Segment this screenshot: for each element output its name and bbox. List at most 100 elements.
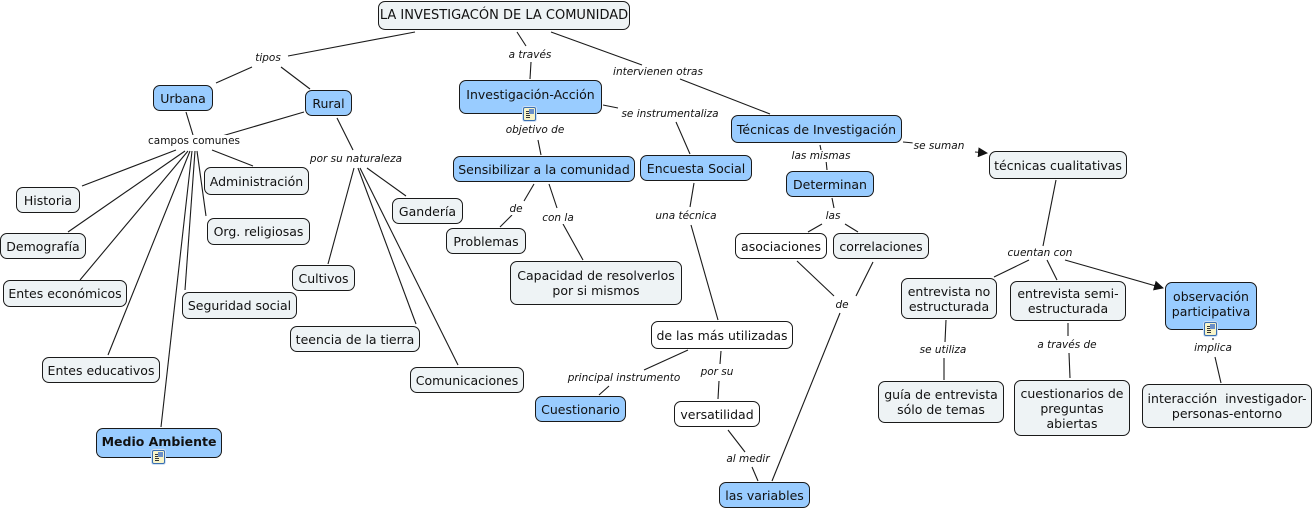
link-objetivo-de[interactable]: objetivo de (504, 124, 566, 136)
link-a-traves[interactable]: a través (507, 49, 553, 61)
concept-label-line-2: preguntas (1040, 400, 1104, 416)
link-de-problemas[interactable]: de (508, 203, 524, 215)
link-tipos[interactable]: tipos (254, 52, 282, 64)
concept-label-line-1: entrevista no (907, 283, 991, 299)
concept-label: correlaciones (839, 238, 923, 254)
concept-encuesta-social[interactable]: Encuesta Social (640, 155, 752, 181)
concept-label: las variables (725, 487, 804, 503)
concept-label: Problemas (453, 233, 519, 249)
concept-label: teencia de la tierra (295, 331, 415, 347)
concept-las-variables[interactable]: las variables (719, 482, 810, 508)
concept-historia[interactable]: Historia (16, 187, 80, 213)
concept-label: asociaciones (741, 238, 821, 254)
concept-entes-economicos[interactable]: Entes económicos (3, 280, 127, 307)
link-de-variables[interactable]: de (834, 299, 850, 311)
concept-label: Demografía (6, 238, 80, 254)
concept-rural[interactable]: Rural (305, 90, 352, 116)
concept-administracion[interactable]: Administración (204, 167, 309, 195)
concept-label-line-1: interacción investigador- (1147, 391, 1307, 406)
concept-label-line-1: Capacidad de resolverlos (517, 268, 675, 283)
concept-label-line-2: personas-entorno (1171, 406, 1283, 421)
concept-versatilidad[interactable]: versatilidad (674, 401, 760, 427)
concept-label: Sensibilizar a la comunidad (458, 161, 630, 177)
concept-label-line-2: participativa (1171, 304, 1251, 319)
concept-label: Gandería (398, 203, 457, 219)
concept-label: Cultivos (298, 270, 349, 286)
concept-capacidad[interactable]: Capacidad de resolverlos por si mismos (510, 261, 682, 305)
link-con-la[interactable]: con la (541, 212, 575, 224)
concept-label: Entes económicos (8, 286, 122, 301)
concept-org-religiosas[interactable]: Org. religiosas (207, 218, 310, 245)
link-por-su-naturaleza[interactable]: por su naturaleza (308, 153, 404, 165)
concept-label: Org. religiosas (213, 224, 304, 239)
concept-guia-entrevista[interactable]: guía de entrevista sólo de temas (878, 381, 1004, 423)
concept-asociaciones[interactable]: asociaciones (735, 233, 827, 259)
concept-label: Administración (209, 173, 304, 189)
concept-label: Técnicas de Investigación (736, 121, 897, 137)
concept-seguridad-social[interactable]: Seguridad social (182, 292, 297, 319)
concept-label: Comunicaciones (415, 372, 519, 388)
concept-teencia[interactable]: teencia de la tierra (290, 326, 420, 352)
concept-problemas[interactable]: Problemas (446, 228, 526, 254)
link-implica[interactable]: implica (1193, 342, 1233, 354)
concept-label: Encuesta Social (646, 160, 746, 176)
link-las[interactable]: las (824, 210, 842, 222)
concept-label-line-2: sólo de temas (897, 402, 985, 417)
concept-tecnicas-cualitativas[interactable]: técnicas cualitativas (989, 151, 1127, 179)
concept-label: Seguridad social (187, 298, 292, 313)
concept-cuestionarios-preguntas[interactable]: cuestionarios de preguntas abiertas (1014, 380, 1130, 436)
concept-label: Medio Ambiente (101, 433, 217, 449)
concept-determinan[interactable]: Determinan (786, 171, 874, 197)
concept-label-line-2: estructurada (1027, 301, 1109, 316)
concept-label: Historia (23, 192, 73, 208)
concept-urbana[interactable]: Urbana (153, 85, 213, 111)
resource-document-icon[interactable] (523, 107, 536, 121)
resource-document-icon[interactable] (1204, 322, 1217, 336)
concept-entrevista-semi-estructurada[interactable]: entrevista semi- estructurada (1010, 281, 1126, 321)
concept-label: Urbana (160, 90, 206, 106)
concept-label: técnicas cualitativas (994, 157, 1122, 173)
concept-label-line-2: por si mismos (552, 283, 640, 298)
link-al-medir[interactable]: al medir (725, 453, 771, 465)
link-una-tecnica[interactable]: una técnica (654, 210, 718, 222)
link-se-instrumentaliza[interactable]: se instrumentaliza (620, 108, 720, 120)
link-a-traves-de[interactable]: a través de (1036, 339, 1098, 351)
concept-tecnicas-investigacion[interactable]: Técnicas de Investigación (731, 115, 902, 143)
link-campos-comunes[interactable]: campos comunes (147, 135, 241, 147)
concept-entrevista-no-estructurada[interactable]: entrevista no estructurada (901, 278, 997, 319)
concept-demografia[interactable]: Demografía (0, 233, 86, 259)
concept-label-line-1: observación (1173, 289, 1249, 304)
concept-label-line-1: cuestionarios de (1020, 385, 1124, 401)
concept-label: Cuestionario (541, 401, 620, 417)
concept-label-line-3: abiertas (1046, 415, 1098, 431)
concept-label: Rural (312, 95, 345, 111)
concept-label: versatilidad (680, 406, 754, 422)
link-intervienen-otras[interactable]: intervienen otras (612, 66, 704, 78)
concept-label: Entes educativos (47, 362, 155, 378)
concept-label: de las más utilizadas (656, 327, 788, 343)
root-concept-label: LA INVESTIGACÓN DE LA COMUNIDAD (379, 8, 629, 23)
concept-interaccion[interactable]: interacción investigador- personas-entor… (1142, 384, 1312, 428)
link-las-mismas[interactable]: las mismas (790, 150, 852, 162)
link-principal-instrumento[interactable]: principal instrumento (566, 372, 682, 384)
concept-entes-educativos[interactable]: Entes educativos (42, 357, 160, 383)
concept-sensibilizar[interactable]: Sensibilizar a la comunidad (453, 156, 635, 182)
link-se-utiliza[interactable]: se utiliza (918, 344, 968, 356)
resource-document-icon[interactable] (152, 450, 165, 464)
concept-cuestionario[interactable]: Cuestionario (535, 396, 626, 422)
link-por-su[interactable]: por su (699, 366, 735, 378)
concept-correlaciones[interactable]: correlaciones (833, 233, 929, 259)
concept-mas-utilizadas[interactable]: de las más utilizadas (651, 321, 793, 349)
concept-cultivos[interactable]: Cultivos (292, 265, 355, 291)
concept-observacion-participativa[interactable]: observación participativa (1165, 282, 1257, 330)
link-cuentan-con[interactable]: cuentan con (1006, 247, 1074, 259)
concept-ganderia[interactable]: Gandería (392, 198, 463, 224)
concept-label: Investigación-Acción (466, 86, 595, 102)
link-se-suman[interactable]: se suman (912, 140, 966, 152)
concept-label-line-1: entrevista semi- (1017, 286, 1119, 301)
concept-label: Determinan (793, 176, 867, 192)
root-concept[interactable]: LA INVESTIGACÓN DE LA COMUNIDAD (378, 1, 630, 30)
concept-label-line-2: estructurada (908, 298, 990, 314)
concept-comunicaciones[interactable]: Comunicaciones (410, 367, 524, 393)
